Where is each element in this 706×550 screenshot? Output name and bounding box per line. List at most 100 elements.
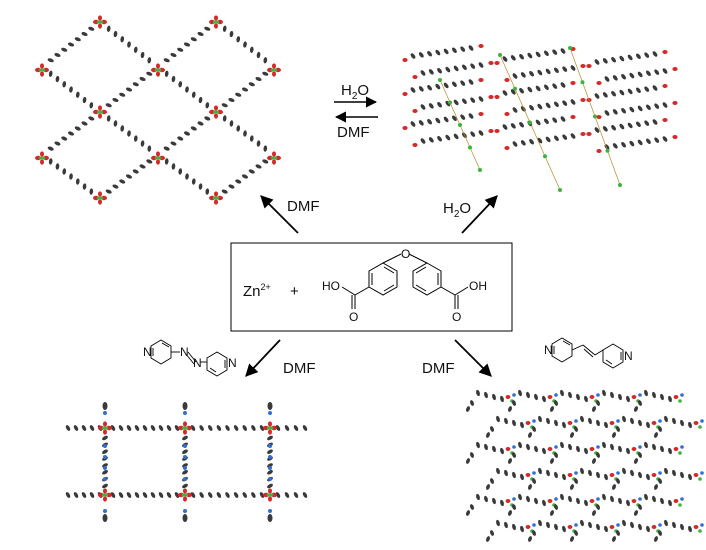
atom	[65, 492, 71, 498]
atom	[242, 492, 247, 498]
atom	[89, 188, 94, 195]
atom	[652, 391, 656, 399]
atom	[698, 529, 702, 533]
atom	[618, 445, 622, 453]
atom	[41, 156, 46, 160]
atom	[547, 499, 553, 503]
atom	[458, 123, 462, 127]
atom	[589, 447, 595, 451]
atom	[470, 400, 474, 406]
atom	[525, 525, 531, 529]
atom	[505, 447, 511, 451]
atom	[546, 521, 550, 529]
atom	[654, 536, 658, 542]
atom	[554, 445, 558, 449]
atom	[214, 15, 218, 21]
atom	[545, 68, 551, 75]
atom	[529, 138, 534, 145]
atom	[588, 521, 592, 529]
atom	[443, 48, 449, 55]
atom	[616, 426, 620, 432]
atom	[214, 113, 218, 119]
atom	[532, 471, 536, 475]
atom	[120, 125, 125, 132]
atom	[420, 70, 426, 76]
atom	[512, 471, 516, 479]
atom	[89, 492, 95, 498]
atom	[622, 415, 626, 423]
atom	[512, 497, 516, 501]
atom	[518, 389, 522, 397]
atom	[505, 395, 511, 399]
atom	[163, 146, 170, 151]
azopyridine-coligand	[150, 339, 228, 377]
atom	[538, 467, 542, 475]
atom	[589, 499, 595, 503]
atom	[249, 135, 254, 142]
atom	[437, 67, 442, 74]
atom	[427, 118, 432, 125]
atom	[622, 519, 626, 527]
atom	[428, 69, 434, 75]
atom	[118, 425, 124, 431]
atom	[402, 126, 408, 130]
atom	[504, 146, 510, 150]
atom	[275, 492, 281, 498]
atom	[672, 101, 678, 105]
atom	[460, 80, 466, 86]
arrow-upper-left	[260, 195, 299, 234]
atom	[552, 117, 558, 123]
atom	[652, 51, 658, 57]
atom	[570, 484, 574, 490]
atom	[139, 164, 146, 169]
atom	[103, 455, 107, 459]
atom	[593, 114, 597, 119]
atom	[554, 504, 558, 510]
atom	[272, 159, 276, 165]
atom	[490, 478, 494, 484]
atom	[544, 84, 549, 91]
atom	[166, 425, 172, 431]
atom	[47, 58, 54, 63]
atom	[658, 471, 662, 475]
atom	[596, 393, 600, 397]
atom	[273, 156, 278, 160]
atom	[537, 69, 543, 76]
atom	[183, 444, 187, 448]
atom	[191, 178, 196, 185]
atom	[586, 64, 592, 68]
atom	[204, 116, 211, 121]
atom	[184, 426, 189, 430]
atom	[89, 102, 94, 109]
atom	[574, 530, 578, 536]
atom	[263, 145, 268, 152]
atom	[652, 443, 656, 451]
atom	[672, 135, 678, 139]
atom	[618, 393, 622, 401]
carbonyl-right-label: O	[452, 310, 461, 324]
atom	[560, 389, 564, 397]
atom	[619, 55, 625, 62]
atom	[268, 509, 272, 513]
atom	[664, 519, 668, 527]
atom	[88, 26, 95, 31]
atom	[537, 137, 543, 144]
atom	[88, 116, 95, 121]
atom	[293, 492, 299, 498]
atom	[529, 70, 534, 77]
atom	[236, 36, 241, 43]
zinc-ion-label: Zn2+	[243, 282, 271, 300]
atom	[584, 499, 588, 507]
atom	[102, 483, 108, 489]
atom	[269, 493, 274, 497]
atom	[616, 478, 620, 484]
atom	[266, 426, 271, 430]
atom	[81, 121, 88, 126]
atom	[140, 51, 145, 59]
atom	[125, 87, 133, 92]
atom	[120, 36, 125, 43]
arrow-lower-left	[245, 339, 281, 377]
atom	[520, 525, 524, 533]
atom	[512, 419, 516, 427]
atom	[67, 131, 75, 136]
